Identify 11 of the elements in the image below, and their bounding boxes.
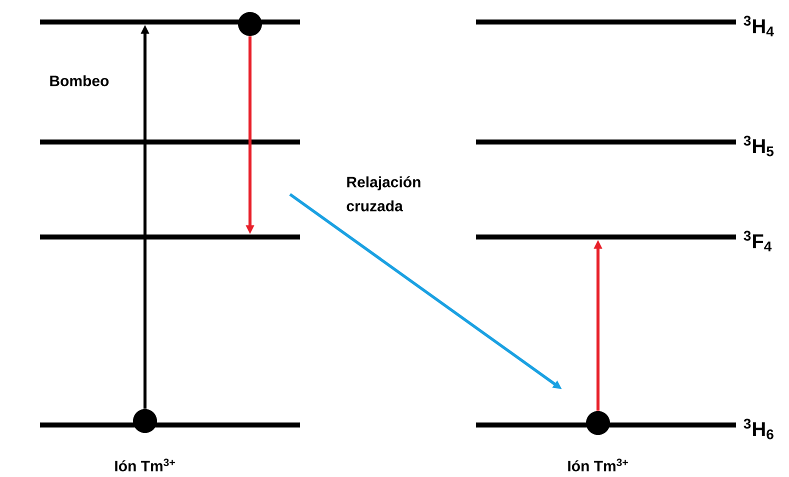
level-label: $^{3}$H$_{4}$	[744, 16, 774, 36]
ion-label: Ión Tm$^{3+}$	[568, 458, 628, 472]
level-label: $^{3}$H$_{5}$	[744, 136, 774, 156]
ion-dot	[586, 411, 610, 435]
level-label: $^{3}$H$_{6}$	[744, 418, 774, 440]
ion-dot	[133, 409, 157, 433]
ion-dot	[238, 12, 262, 36]
ion-label: Ión Tm$^{3+}$	[115, 458, 175, 472]
edge-label: Bombeo	[50, 75, 109, 86]
level-label: $^{3}$F$_{4}$	[744, 230, 772, 252]
edge-label: Relajación cruzada	[346, 176, 420, 212]
